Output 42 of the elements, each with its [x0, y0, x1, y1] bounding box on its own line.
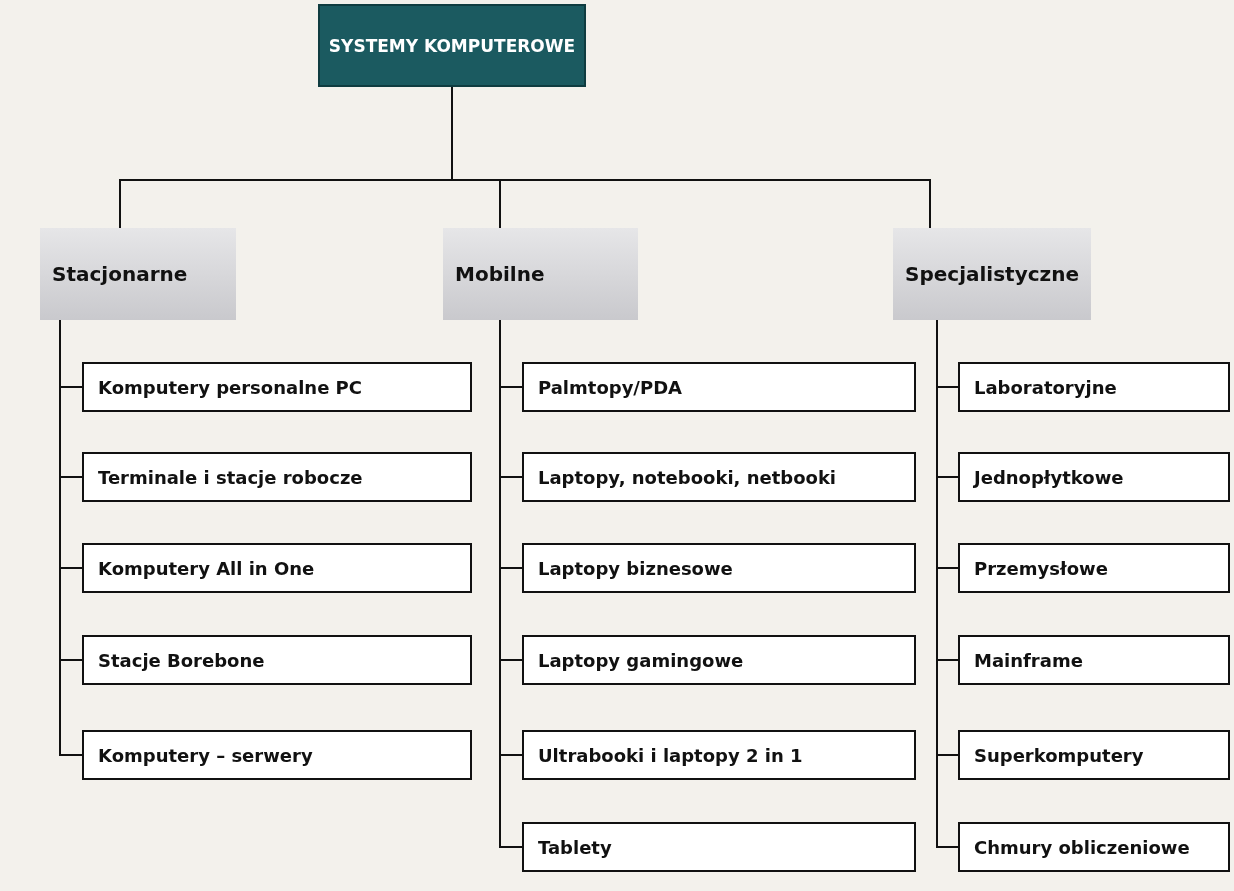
item-box: [958, 635, 1230, 685]
node-label: Terminale i stacje robocze: [98, 466, 363, 488]
category-box: [893, 228, 1091, 320]
item-box: [82, 543, 472, 593]
node-label: Tablety: [538, 836, 612, 858]
item-box: [958, 543, 1230, 593]
node-label: Mobilne: [455, 262, 545, 286]
item-box: [958, 730, 1230, 780]
item-box: [82, 362, 472, 412]
item-box: [82, 452, 472, 502]
item-box: [522, 635, 916, 685]
node-label: Laptopy, notebooki, netbooki: [538, 466, 837, 488]
node-label: Komputery – serwery: [98, 744, 313, 766]
item-box: [522, 362, 916, 412]
item-box: [958, 822, 1230, 872]
item-box: [522, 822, 916, 872]
item-box: [522, 543, 916, 593]
node-label: Stacjonarne: [52, 262, 188, 286]
node-label: Mainframe: [974, 649, 1083, 671]
item-box: [958, 452, 1230, 502]
node-label: Specjalistyczne: [905, 262, 1079, 286]
node-label: Jednopłytkowe: [974, 466, 1124, 488]
item-box: [522, 452, 916, 502]
category-box: [40, 228, 236, 320]
node-label: Laptopy gamingowe: [538, 649, 744, 671]
node-label: Palmtopy/PDA: [538, 376, 682, 398]
node-label: Chmury obliczeniowe: [974, 836, 1190, 858]
title-box: [318, 4, 586, 87]
item-box: [522, 730, 916, 780]
item-box: [82, 730, 472, 780]
node-label: Komputery personalne PC: [98, 376, 362, 398]
node-label: Komputery All in One: [98, 557, 315, 579]
item-box: [82, 635, 472, 685]
item-box: [958, 362, 1230, 412]
node-label: Superkomputery: [974, 744, 1144, 766]
node-label: Laptopy biznesowe: [538, 557, 733, 579]
category-box: [443, 228, 638, 320]
node-label: Laboratoryjne: [974, 376, 1117, 398]
node-label: Przemysłowe: [974, 557, 1108, 579]
node-label: Stacje Borebone: [98, 649, 265, 671]
node-label: Ultrabooki i laptopy 2 in 1: [538, 744, 803, 766]
node-label: SYSTEMY KOMPUTEROWE: [328, 35, 576, 56]
